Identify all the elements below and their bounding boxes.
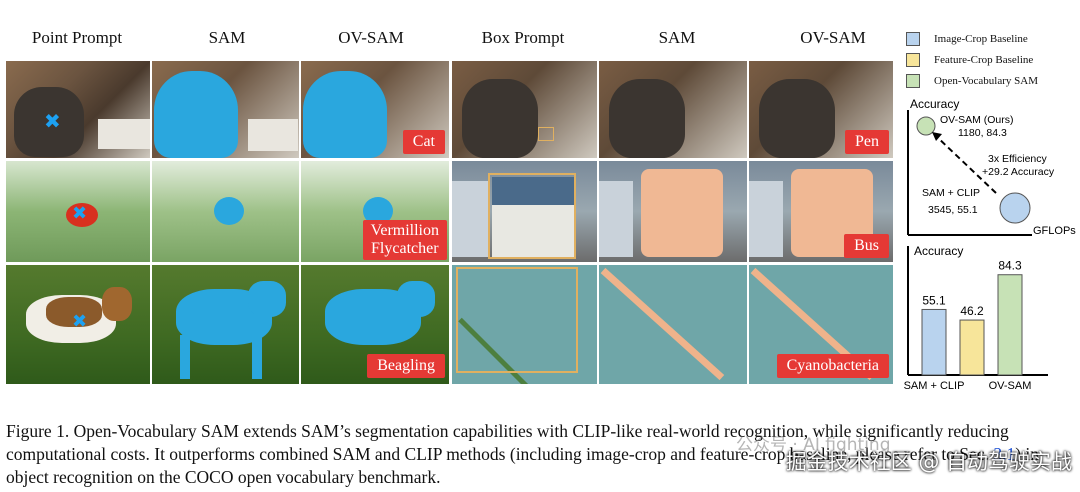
legend-swatch [906, 32, 920, 46]
image-bird-ovsam: Vermillion Flycatcher [301, 161, 449, 262]
efficiency-plot: Accuracy GFLOPs OV-SAM (Ours) 1180, 84.3… [907, 97, 1076, 237]
label-cyanobacteria: Cyanobacteria [776, 354, 889, 378]
legend-image-crop: Image-Crop Baseline [906, 32, 1028, 46]
prompt-box [456, 267, 578, 373]
ovsam-values: 1180, 84.3 [958, 127, 1007, 139]
legend-label: Open-Vocabulary SAM [934, 75, 1038, 87]
header-sam-1: SAM [208, 28, 246, 47]
bar-value-label: 84.3 [998, 259, 1022, 273]
image-pen-ovsam: Pen [749, 61, 893, 158]
samclip-label: SAM + CLIP [922, 187, 980, 199]
label-cat: Cat [402, 130, 445, 154]
image-cyano-sam [599, 265, 747, 384]
image-cyano-ovsam: Cyanobacteria [749, 265, 893, 384]
ovsam-point [916, 116, 936, 136]
image-pen-sam [599, 61, 747, 158]
header-ovsam-2: OV-SAM [800, 28, 866, 47]
bird-mask [214, 197, 244, 225]
image-bus-sam [599, 161, 747, 262]
cat-mask [154, 71, 238, 158]
legend-swatch [906, 74, 920, 88]
label-beagling: Beagling [367, 354, 445, 378]
caption-text-end: ) in object recognition on the COCO open… [6, 444, 1040, 487]
header-point-prompt: Point Prompt [31, 28, 123, 47]
legend-feature-crop: Feature-Crop Baseline [906, 53, 1033, 67]
image-bus-box [452, 161, 597, 262]
cyano-mask [600, 267, 725, 381]
point-marker-icon: ✖ [72, 311, 88, 332]
image-dog-ovsam: Beagling [301, 265, 449, 384]
header-sam-2: SAM [658, 28, 696, 47]
caption-text: Figure 1. Open-Vocabulary SAM extends SA… [6, 421, 1009, 464]
section-link[interactable]: 3.1 [993, 444, 1016, 464]
efficiency-line2: +29.2 Accuracy [982, 166, 1055, 178]
bar-ylabel: Accuracy [914, 244, 963, 258]
bar-0 [921, 308, 947, 376]
label-bus: Bus [844, 234, 889, 258]
image-dog-sam [152, 265, 299, 384]
image-cat-point: ✖ [6, 61, 150, 158]
point-marker-icon: ✖ [72, 203, 88, 224]
image-pen-box [452, 61, 597, 158]
bus-mask [641, 169, 723, 257]
legend-label: Image-Crop Baseline [934, 33, 1028, 45]
scatter-ylabel: Accuracy [910, 97, 959, 111]
image-bird-sam [152, 161, 299, 262]
watermark: 掘金技术社区 @ 自动驾驶实战 [785, 450, 1072, 474]
legend-swatch [906, 53, 920, 67]
cat-mask [303, 71, 387, 158]
figure-caption: Figure 1. Open-Vocabulary SAM extends SA… [6, 420, 1076, 489]
label-vermillion-flycatcher: Vermillion Flycatcher [362, 220, 447, 260]
ovsam-label: OV-SAM (Ours) [940, 114, 1014, 126]
label-line-2: Flycatcher [371, 240, 439, 257]
samclip-point [999, 192, 1031, 224]
image-bus-ovsam: Bus [749, 161, 893, 262]
watermark-faint: 公众号 · AI fighting [736, 435, 891, 455]
bar-value-label: 46.2 [960, 304, 984, 318]
legend-label: Feature-Crop Baseline [934, 54, 1034, 66]
efficiency-line1: 3x Efficiency [988, 153, 1047, 165]
image-cyano-box [452, 265, 597, 384]
point-marker-icon: ✖ [44, 109, 61, 133]
bar-category-label: SAM + CLIP [904, 380, 965, 392]
label-pen: Pen [845, 130, 889, 154]
scatter-xlabel: GFLOPs [1033, 225, 1076, 237]
header-ovsam-1: OV-SAM [338, 28, 404, 47]
image-cat-sam [152, 61, 299, 158]
legend-open-vocab: Open-Vocabulary SAM [906, 74, 1038, 88]
prompt-box [488, 173, 576, 259]
header-box-prompt: Box Prompt [481, 28, 565, 47]
bar-1 [959, 319, 985, 376]
bar-2 [997, 274, 1023, 376]
image-cat-ovsam: Cat [301, 61, 449, 158]
label-line-1: Vermillion [370, 222, 439, 239]
image-dog-point: ✖ [6, 265, 150, 384]
image-bird-point: ✖ [6, 161, 150, 262]
bar-value-label: 55.1 [922, 293, 946, 307]
bar-category-label: OV-SAM [989, 380, 1032, 392]
samclip-values: 3545, 55.1 [928, 204, 978, 216]
